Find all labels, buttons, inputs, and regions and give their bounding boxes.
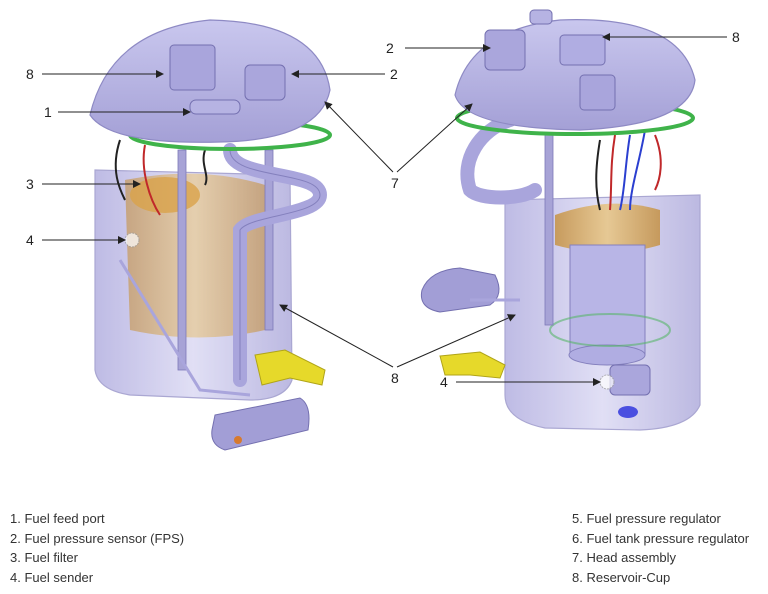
legend-left: 1. Fuel feed port 2. Fuel pressure senso…: [10, 509, 184, 587]
left-connector: [254, 349, 326, 386]
legend-item: 4. Fuel sender: [10, 569, 94, 585]
right-fuel-filter: [555, 203, 660, 253]
left-module: [89, 19, 332, 451]
callout-right-2: 2: [386, 40, 394, 56]
callout-lines: [42, 33, 727, 386]
right-module: [420, 9, 701, 431]
legend-item: 1. Fuel feed port: [10, 511, 105, 526]
legend-right: 5. Fuel pressure regulator 6. Fuel tank …: [572, 509, 749, 587]
legend-item: 8. Reservoir-Cup: [572, 569, 671, 585]
callout-mid-8: 8: [391, 370, 399, 386]
callout-left-2: 2: [390, 66, 398, 82]
callout-left-4: 4: [26, 232, 34, 248]
callout-right-4: 4: [440, 374, 448, 390]
callout-left-8: 8: [26, 66, 34, 82]
callout-left-1: 1: [44, 104, 52, 120]
fuel-pump-module-diagram: 8 2 1 3 4 7 8 2 8 4: [26, 9, 740, 451]
legend-item: 7. Head assembly: [572, 550, 677, 565]
right-float: [420, 267, 500, 313]
callout-mid-7: 7: [391, 175, 399, 191]
legend-item: 2. Fuel pressure sensor (FPS): [10, 530, 185, 546]
callout-left-3: 3: [26, 176, 34, 192]
right-connector: [439, 351, 506, 379]
legend-item: 6. Fuel tank pressure regulator: [572, 530, 750, 546]
legend-item: 3. Fuel filter: [10, 550, 78, 565]
left-float: [211, 397, 310, 451]
legend-item: 5. Fuel pressure regulator: [572, 511, 721, 526]
callout-right-8: 8: [732, 29, 740, 45]
